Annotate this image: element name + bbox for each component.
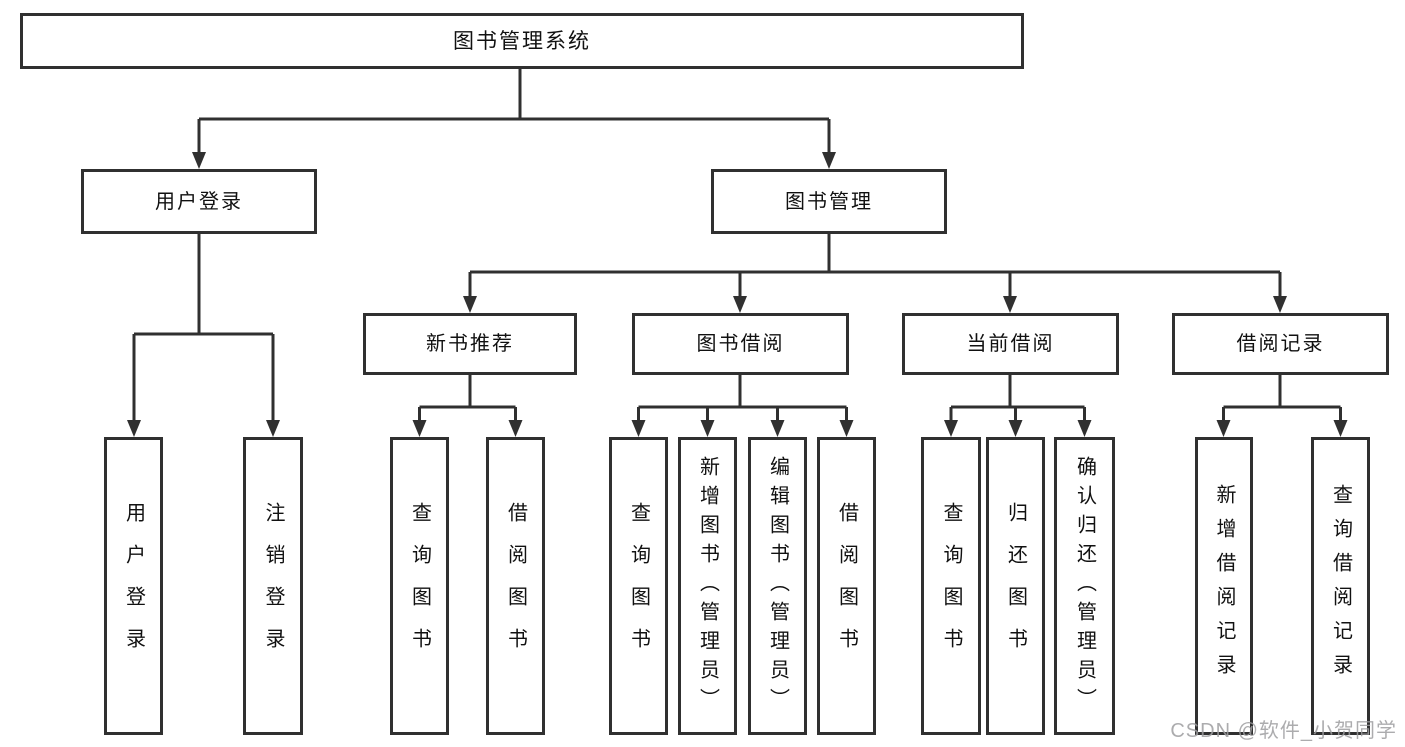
node-current-borrow: 当前借阅 bbox=[902, 313, 1119, 375]
node-user-login: 用户登录 bbox=[81, 169, 317, 234]
leaf-records-add-record: 新增借阅记录 bbox=[1195, 437, 1253, 735]
leaf-current-query-books: 查询图书 bbox=[921, 437, 981, 735]
node-new-book-recommend: 新书推荐 bbox=[363, 313, 577, 375]
leaf-recommend-borrow-books: 借阅图书 bbox=[486, 437, 545, 735]
leaf-current-confirm-return-admin: 确认归还（管理员） bbox=[1054, 437, 1115, 735]
leaf-borrow-add-books-admin: 新增图书（管理员） bbox=[678, 437, 737, 735]
node-borrow-records: 借阅记录 bbox=[1172, 313, 1389, 375]
csdn-watermark: CSDN @软件_小贺同学 bbox=[1170, 720, 1397, 742]
leaf-borrow-borrow-books: 借阅图书 bbox=[817, 437, 876, 735]
leaf-borrow-query-books: 查询图书 bbox=[609, 437, 668, 735]
leaf-recommend-query-books: 查询图书 bbox=[390, 437, 449, 735]
leaf-user-login: 用户登录 bbox=[104, 437, 163, 735]
leaf-logout: 注销登录 bbox=[243, 437, 303, 735]
leaf-borrow-edit-books-admin: 编辑图书（管理员） bbox=[748, 437, 807, 735]
node-root: 图书管理系统 bbox=[20, 13, 1024, 69]
node-book-management: 图书管理 bbox=[711, 169, 947, 234]
leaf-current-return-books: 归还图书 bbox=[986, 437, 1045, 735]
node-book-borrow: 图书借阅 bbox=[632, 313, 849, 375]
leaf-records-query-record: 查询借阅记录 bbox=[1311, 437, 1370, 735]
